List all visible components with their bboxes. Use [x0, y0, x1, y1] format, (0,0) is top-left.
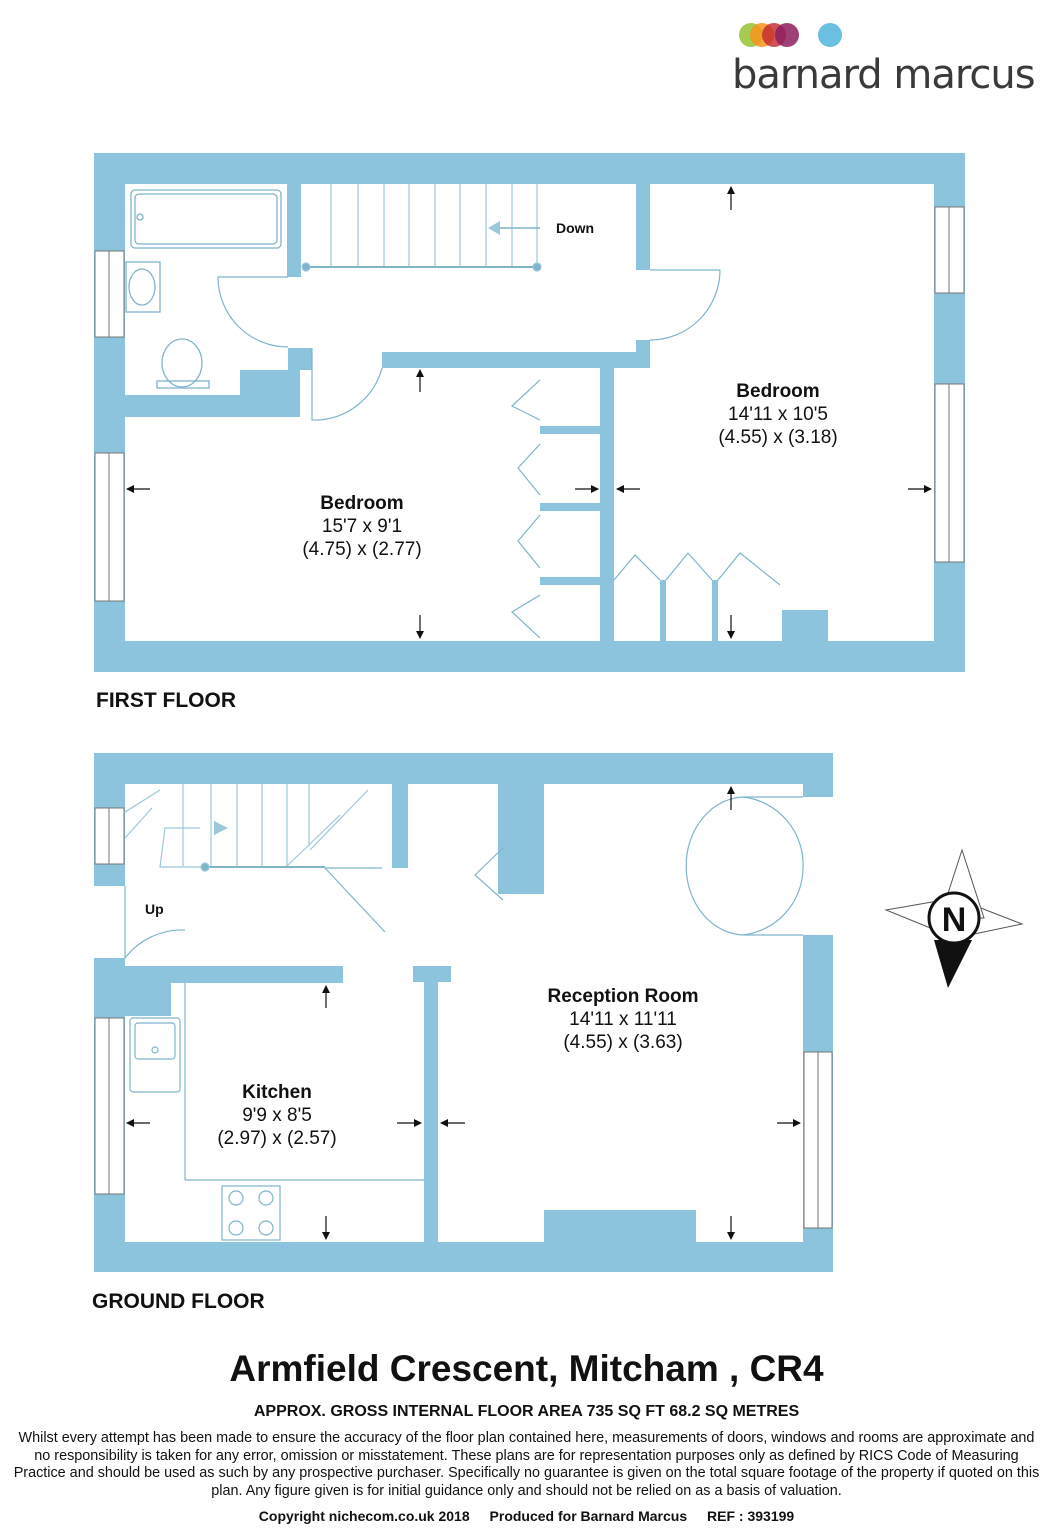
property-address: Armfield Crescent, Mitcham , CR4	[229, 1348, 824, 1389]
ground-floor-dimension-arrows	[126, 786, 801, 1240]
compass-label: N	[942, 901, 967, 939]
first-floor-stairs	[301, 184, 542, 272]
room-name: Reception Room	[547, 986, 699, 1007]
first-floor-doors	[217, 269, 781, 639]
first-floor-plan	[94, 153, 965, 672]
ground-floor-windows	[94, 807, 833, 1229]
room-dimensions-imperial: 9'9 x 8'5	[242, 1105, 312, 1126]
room-dimensions-metric: (4.55) x (3.63)	[563, 1032, 683, 1053]
footer-credits: Copyright nichecom.co.uk 2018 Produced f…	[0, 1508, 1053, 1524]
copyright-text: Copyright nichecom.co.uk 2018	[258, 1508, 470, 1524]
floor-area-text: APPROX. GROSS INTERNAL FLOOR AREA 735 SQ…	[253, 1403, 800, 1420]
brand-logo: barnard marcus	[730, 18, 1040, 98]
first-floor-bedroom-1: Bedroom 15'7 x 9'1 (4.75) x (2.77)	[302, 492, 421, 561]
ground-floor-kitchen: Kitchen 9'9 x 8'5 (2.97) x (2.57)	[217, 1081, 336, 1150]
room-name: Kitchen	[242, 1082, 312, 1103]
room-dimensions-metric: (4.55) x (3.18)	[718, 427, 838, 448]
room-dimensions-imperial: 14'11 x 10'5	[728, 404, 828, 425]
brand-dot-blue	[818, 23, 842, 47]
first-floor-dimension-arrows	[126, 186, 932, 639]
ground-floor-reception-room: Reception Room 14'11 x 11'11 (4.55) x (3…	[548, 985, 699, 1054]
first-floor-windows	[94, 206, 965, 602]
brand-name: barnard marcus	[732, 52, 1036, 98]
kitchen-fixtures	[129, 983, 424, 1241]
room-dimensions-metric: (4.75) x (2.77)	[302, 539, 422, 560]
brand-dot-plum	[775, 23, 799, 47]
stairs-down-label: Down	[556, 220, 595, 236]
ground-floor-label: GROUND FLOOR	[92, 1290, 265, 1313]
room-name: Bedroom	[320, 493, 404, 514]
first-floor-label: FIRST FLOOR	[96, 689, 236, 712]
first-floor-bathroom-fixtures	[125, 189, 282, 389]
ground-floor-interior-walls	[125, 784, 696, 1242]
brand-dots-icon	[739, 23, 842, 47]
room-dimensions-imperial: 14'11 x 11'11	[569, 1009, 677, 1030]
room-name: Bedroom	[736, 381, 820, 402]
ground-floor-plan	[94, 753, 833, 1272]
first-floor-interior-walls	[125, 184, 828, 641]
disclaimer-text: Whilst every attempt has been made to en…	[13, 1430, 1040, 1499]
room-dimensions-metric: (2.97) x (2.57)	[217, 1128, 337, 1149]
compass-icon: N	[884, 848, 1024, 988]
stairs-up-label: Up	[145, 901, 164, 917]
ground-floor-doors	[124, 796, 804, 960]
first-floor-bedroom-2: Bedroom 14'11 x 10'5 (4.55) x (3.18)	[718, 380, 837, 449]
ground-floor-stairs	[124, 784, 369, 872]
room-dimensions-imperial: 15'7 x 9'1	[321, 516, 403, 537]
ground-floor-outer-walls	[94, 753, 833, 1272]
reference-text: REF : 393199	[707, 1508, 795, 1524]
produced-for-text: Produced for Barnard Marcus	[489, 1508, 688, 1524]
